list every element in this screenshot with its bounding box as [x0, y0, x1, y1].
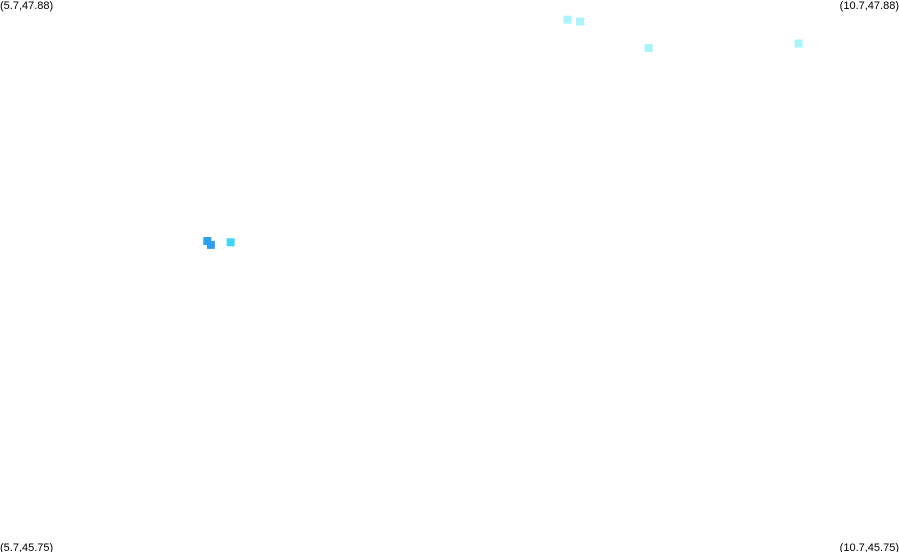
corner-label-bottom-right: (10.7,45.75)	[839, 542, 899, 552]
corner-label-top-left: (5.7,47.88)	[0, 0, 54, 12]
water-feature-2	[644, 43, 653, 52]
water-features	[203, 15, 803, 249]
corner-label-bottom-left: (5.7,45.75)	[0, 542, 54, 552]
water-feature-1	[575, 17, 584, 26]
water-feature-3	[794, 39, 803, 48]
water-feature-0	[563, 15, 572, 24]
water-feature-6	[226, 238, 235, 247]
corner-label-top-right: (10.7,47.88)	[839, 0, 899, 12]
water-feature-5	[206, 240, 215, 249]
